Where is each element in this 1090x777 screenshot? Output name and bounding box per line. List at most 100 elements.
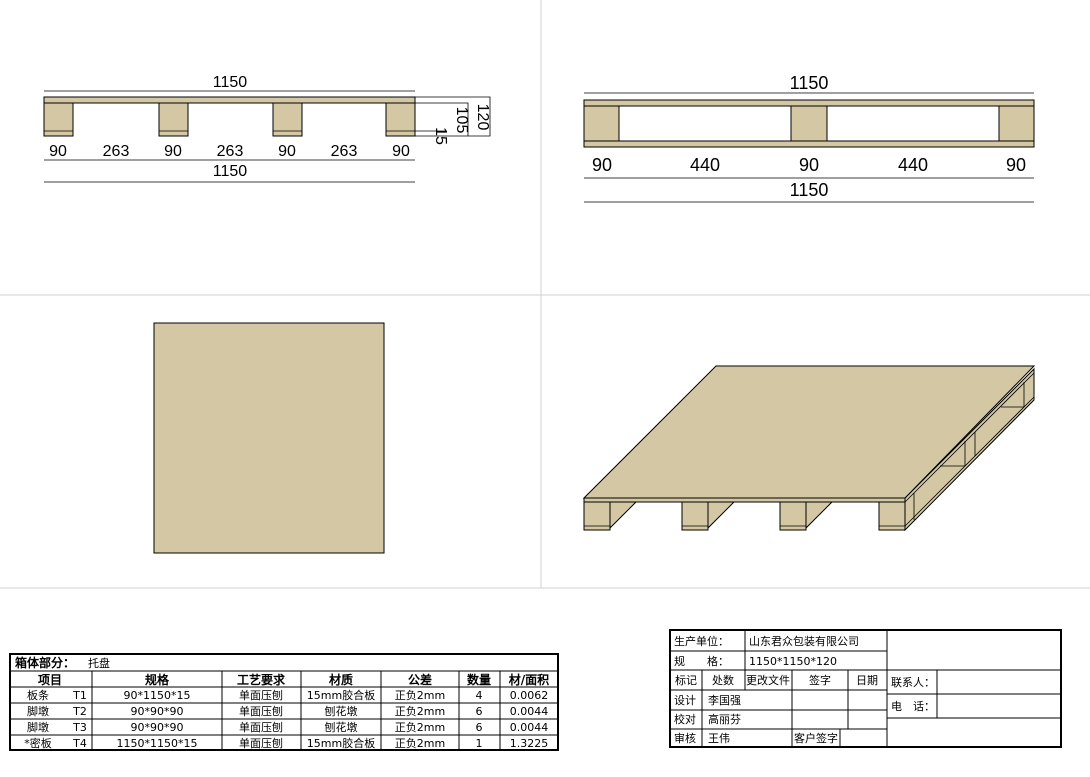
title-block: 生产单位： 山东君众包装有限公司 规 格： 1150*1150*120 标记 处… [669, 629, 1062, 748]
cell-material: 15mm胶合板 [307, 736, 375, 750]
spec-label: 规 格： [674, 654, 729, 668]
block [385, 102, 416, 137]
header-change-doc: 更改文件 [746, 673, 790, 687]
dim-segment: 263 [331, 143, 358, 160]
column-header: 规格 [145, 672, 170, 687]
cell-spec: 90*1150*15 [124, 689, 191, 702]
producer-label: 生产单位： [674, 634, 729, 648]
cell-spec: 90*90*90 [131, 721, 184, 734]
designer-name: 李国强 [708, 693, 741, 707]
top-view [153, 322, 385, 554]
block [158, 102, 189, 137]
cell-material: 刨花墩 [325, 704, 358, 718]
cell-qty: 6 [476, 705, 483, 718]
dim-segment: 90 [392, 143, 410, 160]
dim-segment: 263 [103, 143, 130, 160]
reviewer-name: 王伟 [708, 732, 730, 745]
dim-height-board: 15 [432, 127, 449, 145]
spec-value: 1150*1150*120 [749, 655, 837, 668]
section-label: 箱体部分： [15, 655, 75, 670]
cell-area: 1.3225 [510, 737, 549, 750]
dim-top-width: 1150 [213, 74, 248, 91]
cell-process: 单面压刨 [239, 736, 283, 750]
dim-segment: 90 [799, 155, 819, 175]
cell-code: T3 [72, 721, 87, 734]
column-header: 项目 [38, 673, 62, 687]
cell-area: 0.0044 [510, 721, 549, 734]
top-deck [582, 365, 1036, 499]
header-mark: 标记 [675, 673, 697, 687]
dim-segment: 90 [278, 143, 296, 160]
header-date: 日期 [856, 674, 878, 687]
block [779, 501, 834, 531]
cell-material: 15mm胶合板 [307, 688, 375, 702]
cell-material: 刨花墩 [325, 720, 358, 734]
dim-segment: 90 [164, 143, 182, 160]
cell-item: 脚墩 [27, 704, 49, 718]
block [790, 105, 828, 142]
cell-spec: 90*90*90 [131, 705, 184, 718]
cell-code: T4 [72, 737, 87, 750]
column-header: 工艺要求 [237, 672, 286, 687]
cell-item: *密板 [24, 736, 52, 750]
block [681, 501, 736, 531]
customer-sign-label: 客户签字 [794, 731, 838, 745]
cell-area: 0.0062 [510, 689, 549, 702]
header-signature: 签字 [809, 673, 831, 687]
top-deck-board [583, 99, 1035, 107]
section-value: 托盘 [88, 656, 110, 670]
header-count: 处数 [712, 674, 734, 687]
dim-height-total: 120 [474, 104, 491, 131]
cell-code: T2 [72, 705, 87, 718]
design-label: 设计 [674, 694, 696, 707]
block [272, 102, 303, 137]
dim-segment: 440 [898, 155, 928, 175]
dim-segment: 90 [49, 143, 67, 160]
table-row: 脚墩 T2 90*90*90 单面压刨 刨花墩 正负2mm 6 0.0044 [27, 704, 548, 718]
check-label: 校对 [674, 712, 696, 726]
dim-segment: 440 [690, 155, 720, 175]
phone-label: 电 话： [891, 700, 935, 713]
dim-segment: 90 [1006, 155, 1026, 175]
dim-line-105 [415, 102, 469, 136]
cell-tolerance: 正负2mm [395, 736, 445, 750]
block [43, 102, 74, 137]
dim-segment: 263 [217, 143, 244, 160]
cell-process: 单面压刨 [239, 688, 283, 702]
cell-tolerance: 正负2mm [395, 704, 445, 718]
cell-qty: 1 [476, 737, 483, 750]
block [583, 105, 620, 142]
cell-process: 单面压刨 [239, 704, 283, 718]
block [583, 501, 638, 531]
dim-segment: 90 [592, 155, 612, 175]
column-header: 公差 [408, 672, 432, 687]
review-label: 审核 [674, 731, 696, 745]
column-header: 数量 [467, 672, 491, 687]
cell-area: 0.0044 [510, 705, 549, 718]
bottom-board [583, 140, 1035, 148]
producer-value: 山东君众包装有限公司 [749, 634, 859, 648]
dim-bottom-width: 1150 [213, 163, 248, 180]
block [878, 501, 906, 531]
dim-height-block: 105 [453, 107, 470, 134]
cell-qty: 4 [476, 689, 483, 702]
cell-code: T1 [72, 689, 87, 702]
cell-item: 板条 [27, 688, 49, 702]
block [998, 105, 1035, 142]
cell-tolerance: 正负2mm [395, 688, 445, 702]
cell-item: 脚墩 [27, 720, 49, 734]
dim-bottom-width: 1150 [790, 180, 829, 200]
side-view: 1150 120 105 15 90 263 90 263 90 263 90 … [43, 74, 491, 183]
cell-qty: 6 [476, 721, 483, 734]
table-row: 板条 T1 90*1150*15 单面压刨 15mm胶合板 正负2mm 4 0.0062 [27, 688, 548, 702]
dim-line-120 [415, 96, 491, 137]
deck-front-edge [583, 497, 906, 503]
front-view: 1150 90 440 90 440 90 1150 [583, 73, 1035, 203]
cell-process: 单面压刨 [239, 720, 283, 734]
isometric-view [582, 365, 1036, 532]
checker-name: 高丽芬 [708, 712, 741, 726]
